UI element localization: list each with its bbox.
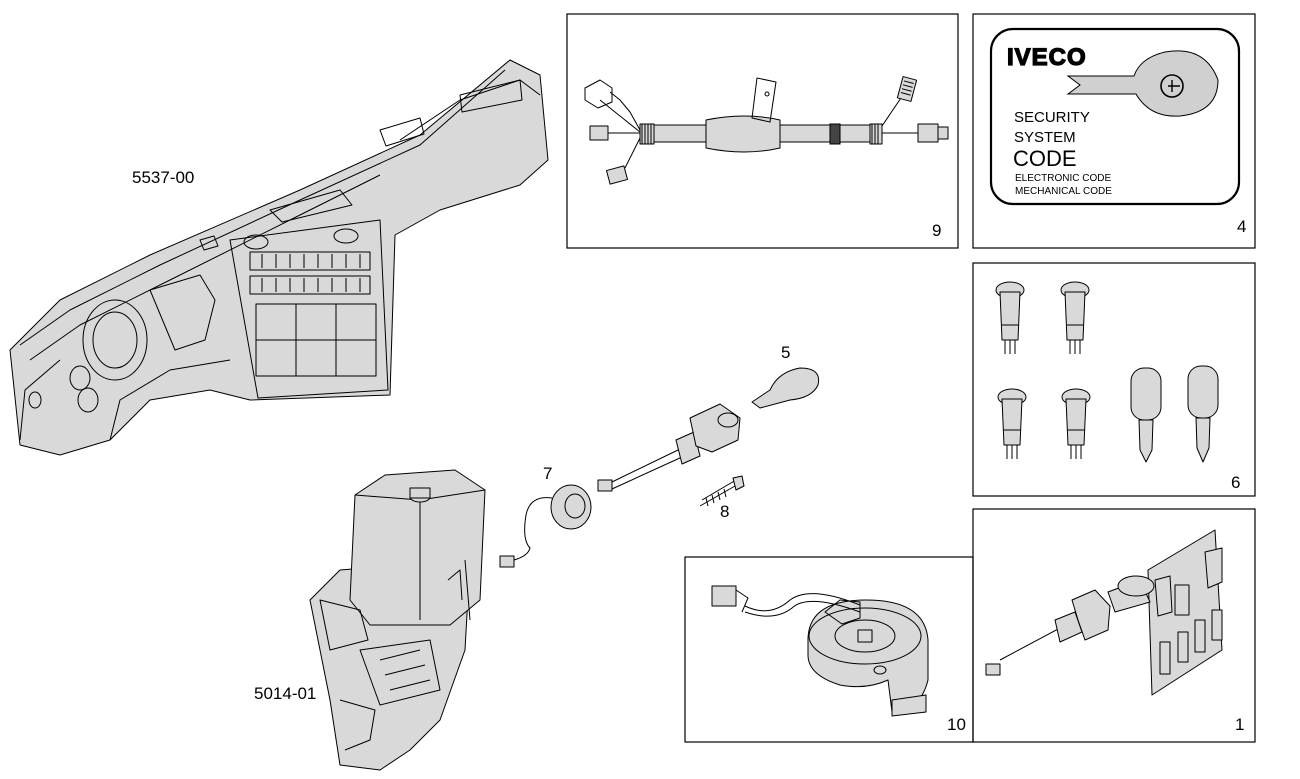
steering-column-drawing [309,469,486,771]
box-6 [972,262,1256,497]
iveco-logo: IVECO [1007,44,1087,71]
card-line-system: SYSTEM [1014,129,1076,146]
security-code-card: IVECO SECURITY SYSTEM CODE ELECTRONIC CO… [989,27,1241,206]
label-5537-00: 5537-00 [132,168,194,187]
lock-cylinders-drawing [995,281,1219,463]
box-10 [684,556,974,743]
ignition-key [1130,367,1162,463]
dashboard-drawing [9,59,549,456]
key-icon [1066,50,1219,117]
clock-spring-drawing [711,585,929,717]
ignition-shaft-drawing [597,403,741,492]
lock-cylinder [997,388,1027,459]
box-9 [566,13,959,249]
label-9: 9 [932,221,941,240]
label-5: 5 [781,343,790,362]
card-line-electronic: ELECTRONIC CODE [1015,173,1111,184]
label-6: 6 [1231,473,1240,492]
label-7: 7 [543,464,552,483]
label-8: 8 [720,502,729,521]
label-4: 4 [1237,217,1246,236]
lock-cylinder [995,281,1025,354]
card-line-mechanical: MECHANICAL CODE [1015,186,1112,197]
ignition-key [1187,365,1219,463]
key-blank-part-5 [751,367,820,409]
clock-connector-part-7 [499,484,592,568]
label-5014-01: 5014-01 [254,684,316,703]
box-4 [972,13,1256,249]
wiring-harness-drawing [584,76,949,185]
lock-cylinder [1060,281,1090,354]
card-line-code: CODE [1013,146,1077,171]
card-line-security: SECURITY [1014,109,1090,126]
bolt-part-8 [699,475,745,507]
lock-kit-drawing [985,529,1223,696]
label-1: 1 [1235,715,1244,734]
lock-cylinder [1061,388,1091,459]
label-10: 10 [947,715,966,734]
